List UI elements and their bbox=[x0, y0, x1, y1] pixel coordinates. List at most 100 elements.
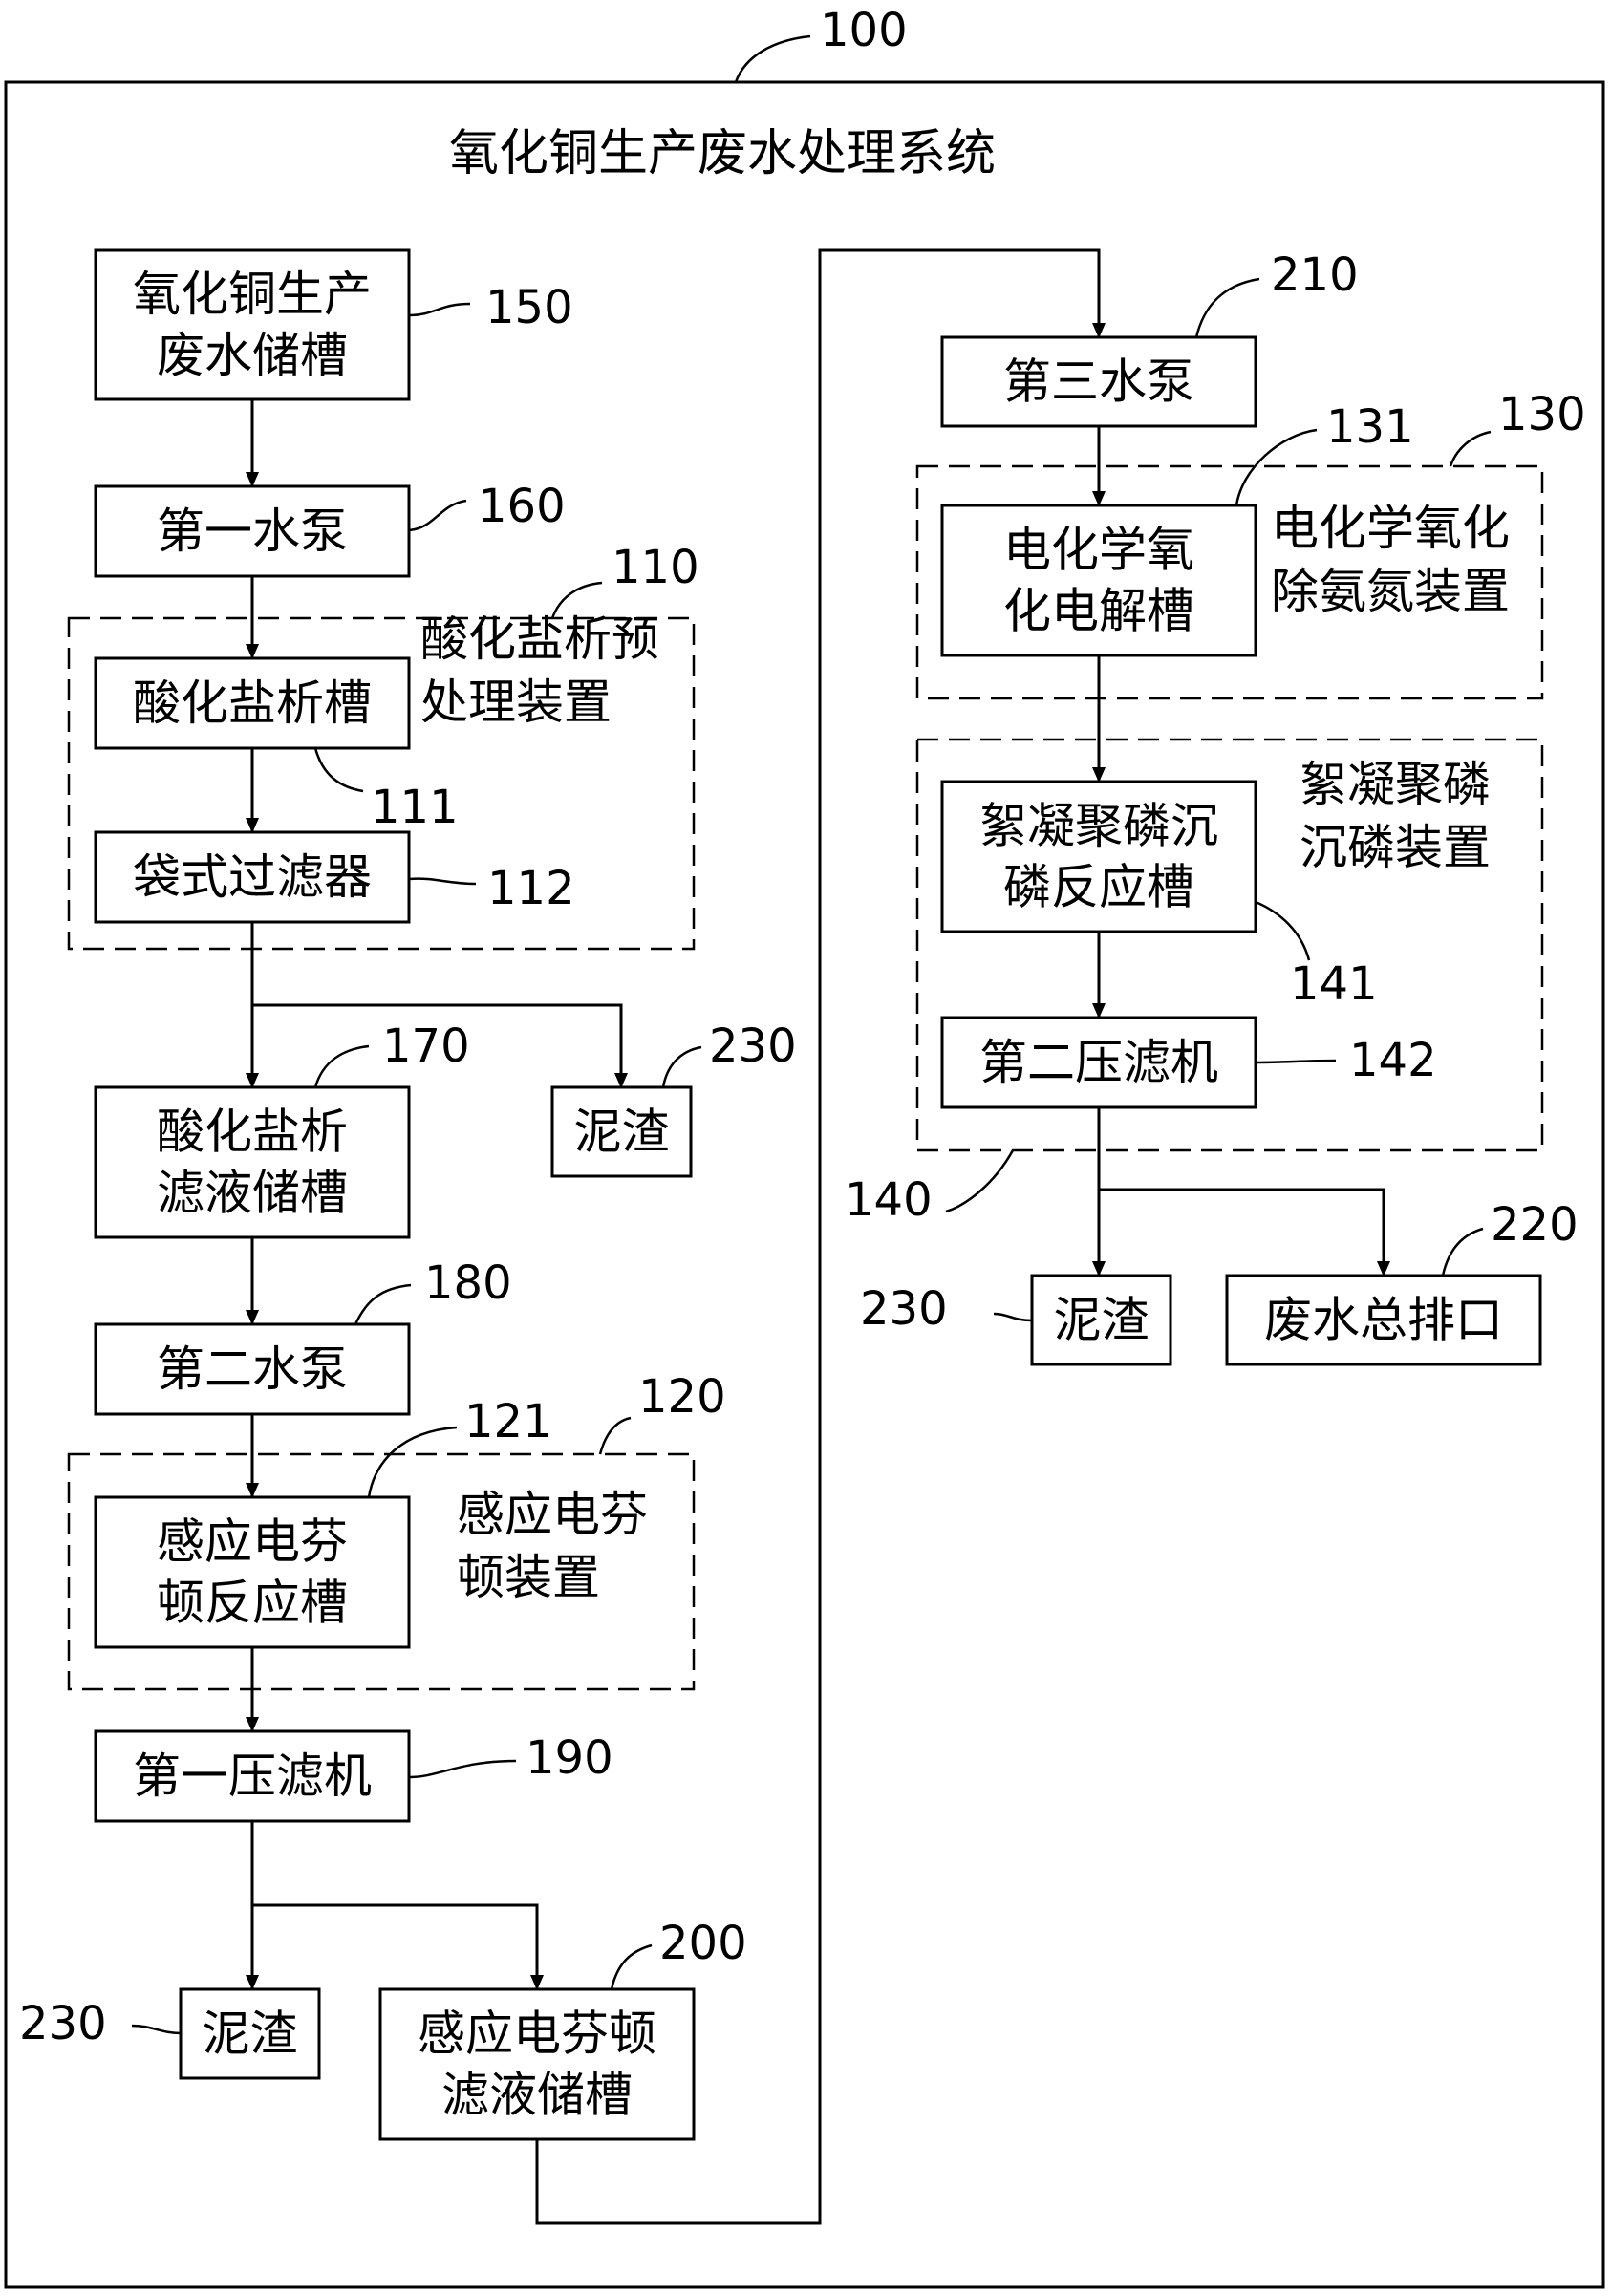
group-label-line: 处理装置 bbox=[420, 675, 612, 730]
box-210[interactable]: 第三水泵 210 bbox=[940, 248, 1359, 428]
box-label-line: 第一压滤机 bbox=[133, 1749, 372, 1804]
box-ref-leader bbox=[408, 877, 477, 886]
box-112[interactable]: 袋式过滤器 112 bbox=[94, 830, 575, 924]
box-ref-leader bbox=[408, 302, 471, 317]
box-ref-leader bbox=[661, 1045, 702, 1088]
box-border bbox=[94, 484, 411, 578]
group-ref-leader bbox=[598, 1416, 632, 1455]
box-190[interactable]: 第一压滤机 190 bbox=[94, 1729, 613, 1823]
group-ref-number: 140 bbox=[845, 1173, 933, 1227]
box-142[interactable]: 第二压滤机 142 bbox=[940, 1016, 1437, 1109]
box-border bbox=[378, 1987, 696, 2141]
group-frame-130 bbox=[915, 464, 1544, 700]
box-ref-leader bbox=[408, 1759, 517, 1779]
group-ref-leader bbox=[1449, 430, 1492, 467]
box-ref-leader bbox=[1255, 1059, 1337, 1064]
box-ref-number: 142 bbox=[1349, 1034, 1437, 1087]
box-label-line: 袋式过滤器 bbox=[133, 849, 372, 905]
box-ref-leader bbox=[1441, 1227, 1484, 1277]
group-ref-number: 130 bbox=[1498, 388, 1586, 441]
group-frame-110 bbox=[67, 616, 696, 951]
box-ref-number: 160 bbox=[478, 480, 566, 533]
box-label-line: 化电解槽 bbox=[1003, 584, 1194, 639]
box-ref-number: 112 bbox=[487, 862, 575, 915]
flow-190-200 bbox=[252, 1903, 544, 1990]
box-border bbox=[94, 1495, 411, 1649]
box-label-line: 泥渣 bbox=[574, 1105, 670, 1160]
box-ref-leader bbox=[1194, 277, 1260, 338]
box-ref-number: 210 bbox=[1271, 248, 1359, 302]
box-ref-leader bbox=[354, 1283, 412, 1325]
box-ref-leader bbox=[610, 1943, 653, 1990]
box-border bbox=[94, 1322, 411, 1416]
box-ref-leader bbox=[993, 1312, 1033, 1322]
box-ref-leader bbox=[1235, 428, 1318, 506]
box-ref-number: 220 bbox=[1491, 1198, 1579, 1252]
box-border bbox=[1225, 1274, 1542, 1366]
group-label-line: 顿装置 bbox=[457, 1550, 600, 1605]
box-label-line: 顿反应槽 bbox=[157, 1576, 348, 1631]
box-label-line: 废水总排口 bbox=[1264, 1293, 1503, 1348]
box-label-line: 絮凝聚磷沉 bbox=[979, 799, 1218, 854]
group-label-line: 电化学氧化 bbox=[1271, 501, 1510, 556]
box-ref-number: 121 bbox=[464, 1395, 552, 1448]
box-220[interactable]: 废水总排口 220 bbox=[1225, 1198, 1579, 1366]
box-border bbox=[1030, 1274, 1172, 1366]
box-border bbox=[940, 335, 1257, 428]
box-label-line: 泥渣 bbox=[1054, 1293, 1149, 1348]
group-label-line: 除氨氮装置 bbox=[1271, 564, 1510, 619]
box-label-line: 第三水泵 bbox=[1003, 354, 1194, 410]
box-label-line: 氧化铜生产 bbox=[133, 267, 372, 322]
box-111[interactable]: 酸化盐析槽 111 bbox=[94, 656, 459, 834]
box-ref-leader bbox=[131, 2024, 182, 2035]
box-label-line: 酸化盐析槽 bbox=[133, 676, 372, 731]
box-230c[interactable]: 泥渣 230 bbox=[860, 1274, 1172, 1366]
box-label-line: 滤液储槽 bbox=[157, 1166, 348, 1221]
box-border bbox=[94, 830, 411, 924]
group-label-line: 沉磷装置 bbox=[1300, 820, 1491, 875]
box-ref-number: 200 bbox=[659, 1917, 747, 1970]
box-border bbox=[179, 1987, 321, 2080]
box-label-line: 第一水泵 bbox=[157, 504, 348, 559]
box-label-line: 滤液储槽 bbox=[441, 2068, 633, 2123]
box-ref-leader bbox=[367, 1426, 458, 1498]
box-160[interactable]: 第一水泵 160 bbox=[94, 480, 566, 578]
group-ref-leader bbox=[945, 1149, 1015, 1213]
box-ref-number: 190 bbox=[526, 1731, 613, 1785]
box-label-line: 酸化盐析 bbox=[157, 1105, 348, 1160]
group-ref-number: 120 bbox=[638, 1370, 726, 1424]
box-label-line: 第二压滤机 bbox=[979, 1035, 1218, 1090]
box-ref-number: 111 bbox=[371, 781, 459, 834]
box-label-line: 磷反应槽 bbox=[1003, 860, 1194, 915]
box-label-line: 感应电芬顿 bbox=[418, 2006, 656, 2062]
group-frame-120 bbox=[67, 1452, 696, 1691]
box-ref-leader bbox=[1255, 900, 1311, 961]
box-ref-number: 230 bbox=[860, 1282, 948, 1336]
group-label-line: 感应电芬 bbox=[457, 1487, 648, 1542]
box-ref-number: 180 bbox=[424, 1256, 512, 1310]
group-frame-140 bbox=[915, 738, 1544, 1152]
group-ref-leader bbox=[550, 581, 603, 619]
box-label-line: 泥渣 bbox=[203, 2006, 298, 2062]
group-ref-number: 110 bbox=[612, 541, 699, 594]
group-label-line: 絮凝聚磷 bbox=[1300, 757, 1491, 812]
flow-142-220 bbox=[1099, 1188, 1390, 1277]
box-ref-leader bbox=[408, 499, 467, 532]
box-border bbox=[94, 248, 411, 401]
box-ref-leader bbox=[313, 747, 364, 793]
box-border bbox=[550, 1085, 693, 1178]
system-border bbox=[4, 80, 1605, 2289]
